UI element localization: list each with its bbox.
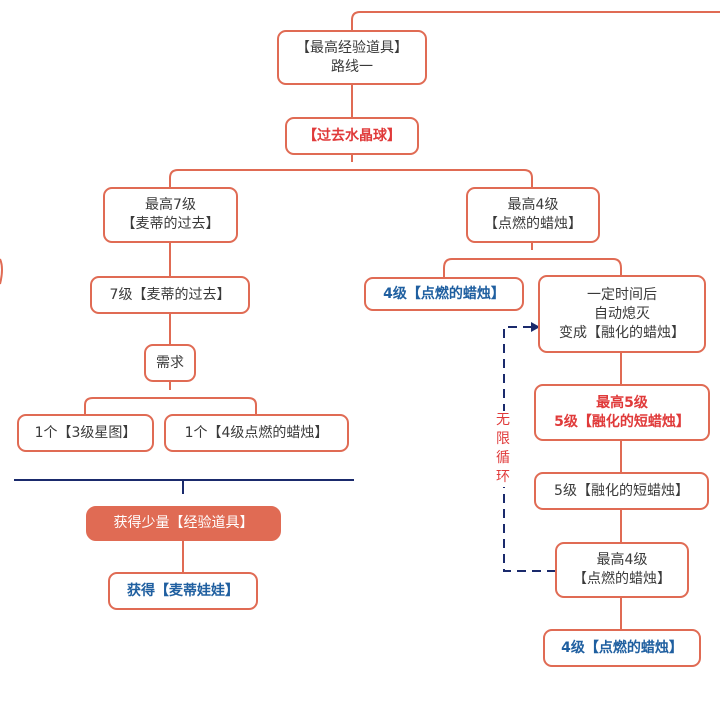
timed-line2: 自动熄灭 <box>594 305 650 322</box>
max4b-line1: 最高4级 <box>596 552 648 568</box>
level4b-node: 4级【点燃的蜡烛】 <box>543 629 701 667</box>
timed-node: 一定时间后 自动熄灭 变成【融化的蜡烛】 <box>538 275 706 353</box>
get-exp-label: 获得少量【经验道具】 <box>113 515 254 531</box>
crystal-label: 【过去水晶球】 <box>303 127 401 144</box>
need-node: 需求 <box>144 344 196 382</box>
level5-node: 5级【融化的短蜡烛】 <box>534 472 709 510</box>
max4b-line2: 【点燃的蜡烛】 <box>573 571 671 587</box>
left-max-node: 最高7级 【麦蒂的过去】 <box>103 187 238 243</box>
max5-line2: 5级【融化的短蜡烛】 <box>554 413 690 430</box>
right-max-line1: 最高4级 <box>507 197 559 213</box>
timed-line1: 一定时间后 <box>587 286 657 303</box>
get-exp-node: 获得少量【经验道具】 <box>86 506 281 541</box>
max5-node: 最高5级 5级【融化的短蜡烛】 <box>534 384 710 441</box>
right-max-node: 最高4级 【点燃的蜡烛】 <box>466 187 600 243</box>
crystal-node: 【过去水晶球】 <box>285 117 419 155</box>
max5-line1: 最高5级 <box>596 394 648 411</box>
level5-label: 5级【融化的短蜡烛】 <box>554 482 689 499</box>
req2-label: 1个【4级点燃的蜡烛】 <box>184 424 329 441</box>
left-max-line2: 【麦蒂的过去】 <box>121 216 220 232</box>
level4-label: 4级【点燃的蜡烛】 <box>383 285 505 302</box>
loop-char: 限 <box>496 431 510 447</box>
root-line2: 路线一 <box>331 58 373 75</box>
left-level-label: 7级【麦蒂的过去】 <box>109 286 231 303</box>
right-max-line2: 【点燃的蜡烛】 <box>484 216 582 232</box>
root-node: 【最高经验道具】 路线一 <box>277 30 427 85</box>
loop-char: 无 <box>496 412 510 428</box>
get-doll-node: 获得【麦蒂娃娃】 <box>108 572 258 610</box>
left-level-node: 7级【麦蒂的过去】 <box>90 276 250 314</box>
level4b-label: 4级【点燃的蜡烛】 <box>561 639 683 656</box>
level4-node: 4级【点燃的蜡烛】 <box>364 277 524 311</box>
timed-line3: 变成【融化的蜡烛】 <box>559 324 685 341</box>
req1-label: 1个【3级星图】 <box>34 424 137 441</box>
root-line1: 【最高经验道具】 <box>296 39 408 56</box>
req2-node: 1个【4级点燃的蜡烛】 <box>164 414 349 452</box>
loop-char: 环 <box>496 469 510 485</box>
get-doll-label: 获得【麦蒂娃娃】 <box>127 582 239 599</box>
left-max-line1: 最高7级 <box>145 197 196 213</box>
need-label: 需求 <box>156 354 184 371</box>
loop-label: 无 限 循 环 <box>495 411 511 487</box>
max4b-node: 最高4级 【点燃的蜡烛】 <box>555 542 689 598</box>
loop-char: 循 <box>496 450 510 466</box>
req1-node: 1个【3级星图】 <box>17 414 154 452</box>
